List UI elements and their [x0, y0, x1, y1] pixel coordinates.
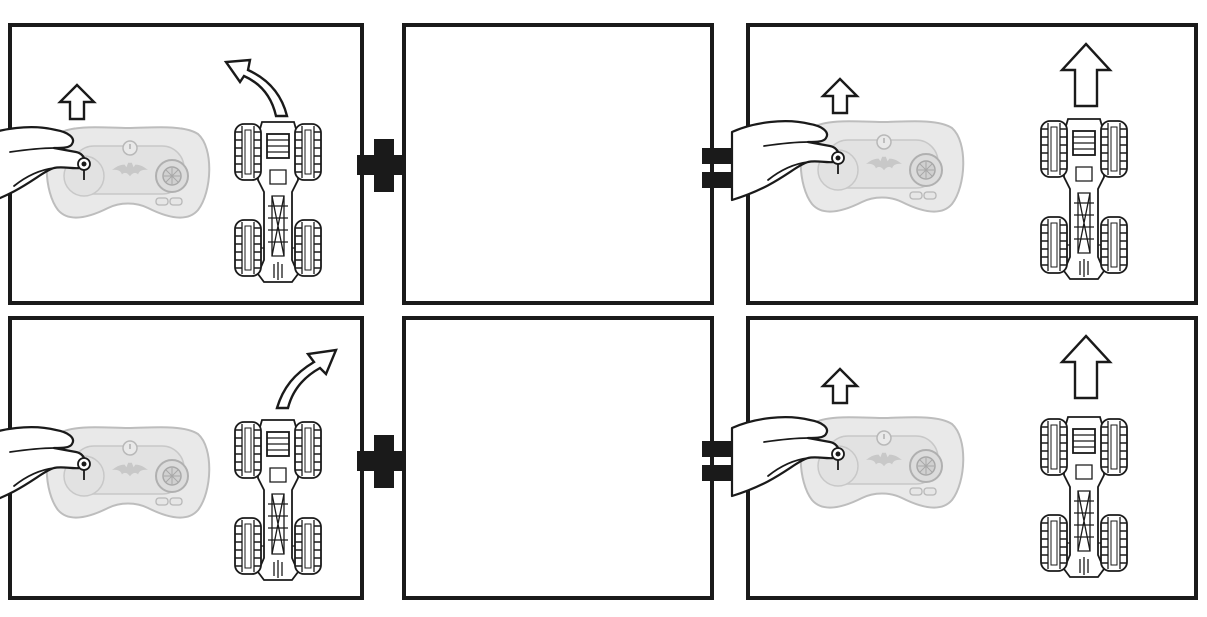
row-1: [0, 23, 1198, 305]
plus-operator: [357, 139, 411, 192]
plus-operator: [357, 435, 411, 488]
panel-result-forward: [732, 316, 1198, 600]
panel-remote-turn-right: [0, 316, 364, 600]
row-2: [0, 316, 1198, 600]
curved-arrow-icon: [275, 348, 338, 410]
panel-remote-turn-left: [0, 23, 364, 305]
panel-result-forward: [732, 23, 1198, 305]
panel-button-press-right: [402, 23, 714, 305]
panel-button-press-left: [402, 316, 714, 600]
curved-arrow-icon: [223, 58, 289, 118]
